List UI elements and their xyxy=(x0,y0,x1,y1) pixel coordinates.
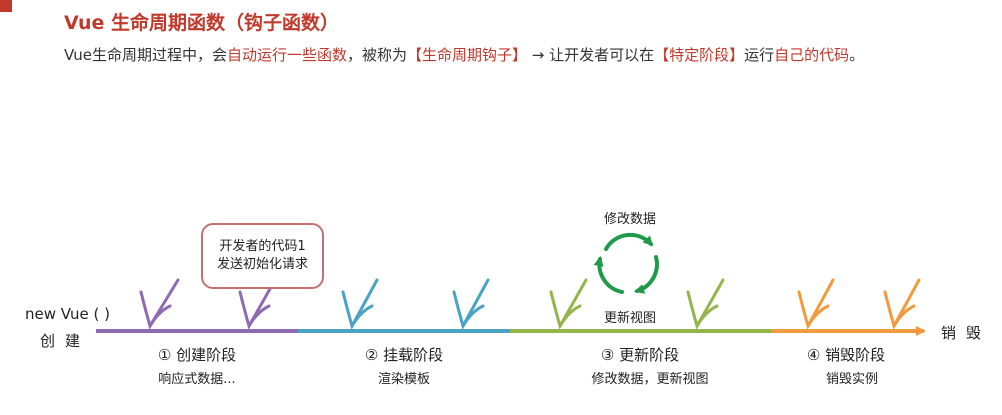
hook-arrow xyxy=(797,278,835,330)
hook-arrow xyxy=(686,278,725,330)
hook-arrow xyxy=(883,278,921,330)
description-part: → 让开发者可以在 xyxy=(527,46,655,64)
stage-note: 渲染模板 xyxy=(377,372,431,387)
description-part: 运行 xyxy=(744,46,775,64)
description-part: 。 xyxy=(849,46,865,64)
hook-arrow xyxy=(452,278,490,330)
stage-note: 修改数据，更新视图 xyxy=(591,372,709,387)
stage-name: ④ 销毁阶段 xyxy=(806,346,886,364)
page-title: Vue 生命周期函数（钩子函数） xyxy=(64,12,340,34)
hook-code-callout: 开发者的代码1 发送初始化请求 xyxy=(201,223,324,289)
start-label: new Vue ( ) xyxy=(25,305,110,323)
description-highlight: 【生命周期钩子】 xyxy=(407,46,528,64)
end-label: 销毁 xyxy=(941,324,992,342)
description: Vue生命周期过程中，会自动运行一些函数，被称为【生命周期钩子】 → 让开发者可… xyxy=(64,44,864,65)
start-sub-label: 创建 xyxy=(40,332,91,350)
stage-name: ③ 更新阶段 xyxy=(600,346,680,364)
description-highlight: 自己的代码 xyxy=(774,46,850,64)
stage-note: 响应式数据... xyxy=(158,372,236,387)
description-highlight: 自动运行一些函数 xyxy=(226,46,347,64)
description-highlight: 【特定阶段】 xyxy=(654,46,745,64)
stage-name: ② 挂载阶段 xyxy=(364,346,444,364)
callout-line: 发送初始化请求 xyxy=(216,257,308,272)
cycle-top-label: 修改数据 xyxy=(603,212,657,227)
stage-name: ① 创建阶段 xyxy=(157,346,237,364)
hook-arrow xyxy=(341,278,379,330)
stage-note: 销毁实例 xyxy=(825,372,879,387)
description-part: ，被称为 xyxy=(347,46,408,64)
description-part: Vue生命周期过程中，会 xyxy=(64,46,227,64)
hook-arrow xyxy=(139,278,180,330)
hook-arrow xyxy=(549,278,588,330)
callout-line: 开发者的代码1 xyxy=(219,239,306,254)
refresh-cycle-icon xyxy=(593,232,659,294)
accent-bar xyxy=(0,0,12,12)
cycle-bottom-label: 更新视图 xyxy=(603,311,657,326)
